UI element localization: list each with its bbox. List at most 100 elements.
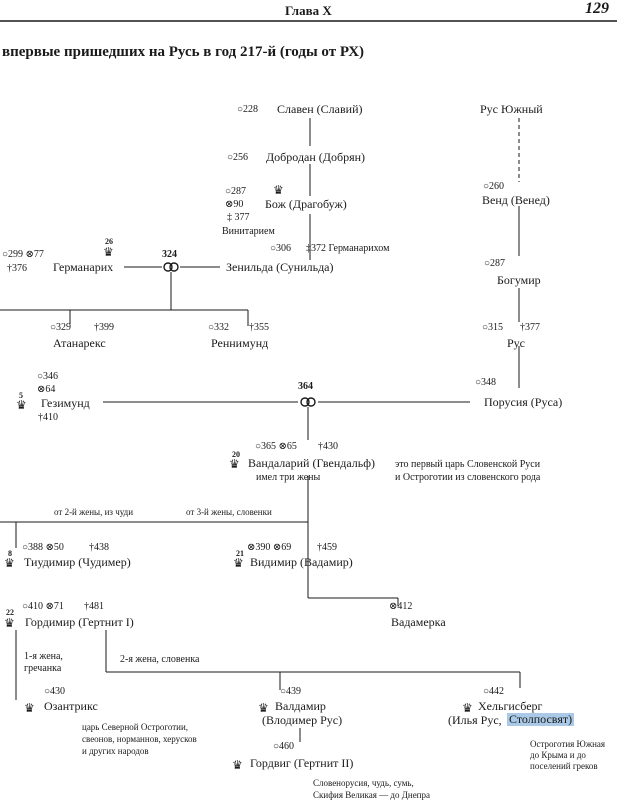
vidimir-crown-number: 21 [236,549,244,558]
gezimund-dates-1: ○346 [37,371,59,382]
rus-dates: ○315 [482,322,504,333]
germanarikh-death: †376 [7,263,27,274]
zenilda-name: Зенильда (Сунильда) [226,260,334,274]
gordimir-name: Гордимир (Гертнит I) [25,615,134,629]
vandalarij-crown-number: 20 [232,450,240,459]
zenilda-death: ‡372 Германарихом [306,243,390,254]
crown-icon: ♛ [462,701,473,715]
ozantriks-note-3: и других народов [82,746,149,756]
porusiya-dates: ○348 [475,377,497,388]
vandalarij-name: Вандаларий (Гвендальф) [248,456,376,470]
vandalarij-death: †430 [318,441,338,452]
helgisberg-note-3: поселений греков [530,761,598,771]
branch-left-label: от 2-й жены, из чуди [54,507,134,517]
ozantriks-dates: ○430 [44,686,66,697]
boj-dates-3: ‡ 377 [227,212,250,223]
crown-icon: ♛ [4,616,15,630]
tiudimir-dates: ○388 ⊗50 [22,542,64,553]
boj-dates-2: ⊗90 [225,199,244,210]
gezimund-name: Гезимунд [41,396,90,410]
chapter-title: Глава X [285,3,332,18]
wife-1-label-1: 1-я жена, [24,651,63,662]
rennimund-death: †355 [249,322,269,333]
wife-2-label: 2-я жена, словенка [120,654,200,665]
rus-death: †377 [520,322,540,333]
valdamir-name: Валдамир [275,699,326,713]
helgisberg-dates: ○442 [483,686,505,697]
bogumir-dates: ○287 [484,258,506,269]
boj-killed-by: Винитарием [222,226,275,237]
vandalarij-note-2: и Остроготии из словенского рода [395,472,541,483]
gezimund-crown-number: 5 [19,391,23,400]
page-subtitle: впервые пришедших на Русь в год 217-й (г… [2,44,365,60]
vidimir-dates: ⊗390 ⊗69 [247,542,292,553]
crown-icon: ♛ [4,556,15,570]
dobrodan-name: Добродан (Добрян) [266,150,366,164]
gordvig-note-2: Скифия Великая — до Днепра [313,790,430,800]
slaven-dates: ○228 [237,104,259,115]
gordimir-dates: ○410 ⊗71 [22,601,64,612]
crown-icon: ♛ [16,398,27,412]
helgisberg-name-alt-highlighted[interactable]: Столпосвят) [507,712,575,726]
marriage-ring-2b [306,397,316,407]
vend-name: Венд (Венед) [482,193,550,207]
porusiya-name: Порусия (Руса) [484,395,563,409]
vidimir-name: Видимир (Вадамир) [250,555,353,569]
crown-icon: ♛ [233,556,244,570]
ozantriks-note-1: царь Северной Остроготии, [82,722,189,732]
vidimir-death: †459 [317,542,337,553]
rus-name: Рус [507,336,525,350]
helgisberg-name: Хельгисберг [478,699,543,713]
crown-icon: ♛ [232,758,243,772]
rus-south-name: Рус Южный [480,102,543,116]
germanarikh-crown-number: 26 [105,237,113,246]
valdamir-dates: ○439 [280,686,302,697]
gordimir-crown-number: 22 [6,608,14,617]
ozantriks-note-2: свеонов, норманнов, херусков [82,734,197,744]
gezimund-dates-2: ⊗64 [37,384,56,395]
crown-icon: ♛ [258,701,269,715]
valdamir-name-alt: (Влодимер Рус) [262,713,343,727]
vandalarij-wives-note: имел три жены [256,472,321,483]
gezimund-death: †410 [38,412,58,423]
vadamerka-dates: ⊗412 [389,601,413,612]
wife-1-label-2: гречанка [24,663,62,674]
crown-icon: ♛ [273,183,284,197]
zenilda-dates: ○306 [270,243,292,254]
vandalarij-note-1: это первый царь Словенской Руси [395,459,541,470]
marriage-ring-1a [163,262,173,272]
helgisberg-note-1: Остроготия Южная [530,739,606,749]
germanarikh-name: Германарих [53,260,114,274]
tiudimir-crown-number: 8 [8,549,12,558]
gordvig-note-1: Словенорусия, чудь, сумь, [313,778,414,788]
tiudimir-name: Тиудимир (Чудимер) [24,555,131,569]
gordimir-death: †481 [84,601,104,612]
gordvig-name: Гордвиг (Гертнит II) [250,756,354,770]
crown-icon: ♛ [229,457,240,471]
atanareks-dates: ○329 [50,322,72,333]
marriage-ring-2a [300,397,310,407]
branch-right-label: от 3-й жены, словенки [186,507,272,517]
atanareks-name: Атанарекс [53,336,106,350]
marriage-ring-1b [169,262,179,272]
slaven-name: Славен (Славий) [277,102,363,116]
helgisberg-note-2: до Крыма и до [530,750,586,760]
boj-dates-1: ○287 [225,186,247,197]
boj-name: Бож (Драгобуж) [265,197,347,211]
ozantriks-name: Озантрикс [44,699,98,713]
dobrodan-dates: ○256 [227,152,249,163]
gordvig-dates: ○460 [273,741,295,752]
marriage-2-year: 364 [298,381,313,392]
vend-dates: ○260 [483,181,505,192]
rennimund-dates: ○332 [208,322,230,333]
rennimund-name: Реннимунд [211,336,269,350]
tiudimir-death: †438 [89,542,109,553]
crown-icon: ♛ [24,701,35,715]
atanareks-death: †399 [94,322,114,333]
vadamerka-name: Вадамерка [391,615,446,629]
germanarikh-dates: ○299 ⊗77 [2,249,44,260]
marriage-1-year: 324 [162,249,177,260]
page-number: 129 [585,0,609,17]
vandalarij-dates: ○365 ⊗65 [255,441,297,452]
